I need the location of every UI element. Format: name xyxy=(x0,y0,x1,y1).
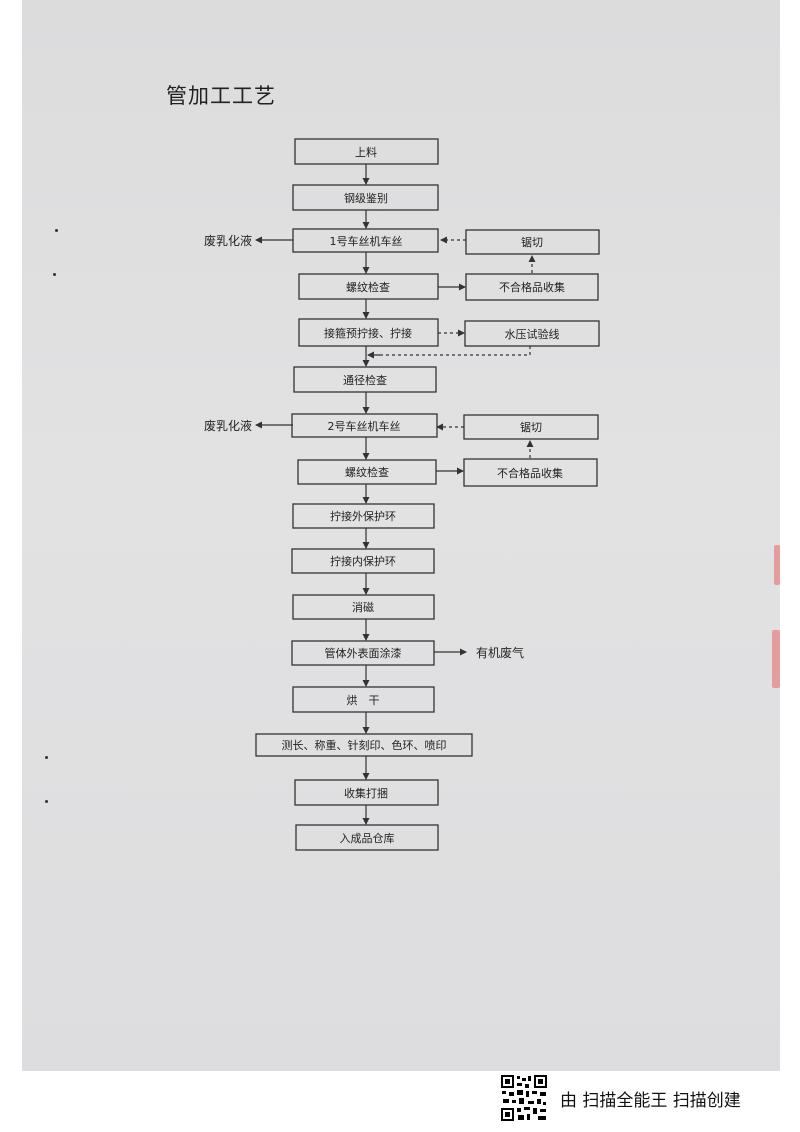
step-label: 1号车丝机车丝 xyxy=(330,234,403,248)
step-label: 上料 xyxy=(355,145,377,159)
step-label: 烘 干 xyxy=(347,693,380,707)
scan-dot xyxy=(55,229,58,232)
process-step: 通径检查 xyxy=(293,366,437,393)
side-box-label: 不合格品收集 xyxy=(497,466,563,480)
process-step: 管体外表面涂漆 xyxy=(291,640,435,666)
scanner-footer: 由 扫描全能王 扫描创建 xyxy=(500,1074,800,1126)
step-label: 管体外表面涂漆 xyxy=(325,646,402,660)
process-step: 螺纹检查 xyxy=(297,459,437,485)
process-step: 1号车丝机车丝 xyxy=(292,228,439,253)
process-step: 测长、称重、针刻印、色环、喷印 xyxy=(255,733,473,757)
process-step: 拧接内保护环 xyxy=(291,548,435,574)
process-step: 上料 xyxy=(294,138,439,165)
step-label: 螺纹检查 xyxy=(346,280,390,294)
process-step: 消磁 xyxy=(292,594,435,620)
waste-output-label: 有机废气 xyxy=(476,645,524,660)
scanner-footer-text: 由 扫描全能王 扫描创建 xyxy=(560,1091,741,1111)
side-process-box: 锯切 xyxy=(463,414,599,440)
branch-connectors xyxy=(366,236,536,475)
side-box-label: 不合格品收集 xyxy=(499,280,565,294)
process-step: 螺纹检查 xyxy=(298,273,439,300)
scanned-paper xyxy=(22,0,780,1071)
side-process-box: 不合格品收集 xyxy=(465,273,599,301)
step-label: 入成品仓库 xyxy=(340,831,395,845)
step-label: 拧接外保护环 xyxy=(330,509,396,523)
side-process-box: 不合格品收集 xyxy=(463,458,598,487)
step-label: 钢级鉴别 xyxy=(344,192,388,205)
waste-output-label: 废乳化液 xyxy=(204,418,252,433)
side-process-box: 锯切 xyxy=(465,229,600,255)
process-step: 钢级鉴别 xyxy=(292,184,439,211)
qr-code-icon xyxy=(500,1074,548,1122)
step-label: 消磁 xyxy=(352,600,374,614)
step-label: 螺纹检查 xyxy=(345,465,389,479)
side-box-label: 水压试验线 xyxy=(505,327,560,341)
step-label: 收集打捆 xyxy=(344,786,388,800)
red-stamp-edge xyxy=(772,630,780,688)
step-label: 通径检查 xyxy=(343,373,387,387)
scan-dot xyxy=(45,800,48,803)
red-stamp-edge xyxy=(774,545,780,585)
process-step: 入成品仓库 xyxy=(295,824,439,851)
step-label: 接箍预拧接、拧接 xyxy=(324,326,412,340)
page-title: 管加工工艺 xyxy=(166,84,276,108)
process-step: 2号车丝机车丝 xyxy=(291,413,438,438)
waste-arrows xyxy=(255,236,467,656)
side-process-box: 水压试验线 xyxy=(464,320,600,347)
step-label: 测长、称重、针刻印、色环、喷印 xyxy=(282,738,447,752)
process-step: 接箍预拧接、拧接 xyxy=(298,318,439,347)
step-label: 拧接内保护环 xyxy=(330,554,396,568)
process-step: 拧接外保护环 xyxy=(292,503,435,529)
waste-output-label: 废乳化液 xyxy=(204,233,252,248)
process-step: 烘 干 xyxy=(292,686,435,713)
scan-dot xyxy=(53,273,56,276)
side-box-label: 锯切 xyxy=(521,235,543,249)
side-box-label: 锯切 xyxy=(520,420,542,434)
step-label: 2号车丝机车丝 xyxy=(328,419,401,433)
process-step: 收集打捆 xyxy=(294,779,439,806)
scan-dot xyxy=(45,756,48,759)
